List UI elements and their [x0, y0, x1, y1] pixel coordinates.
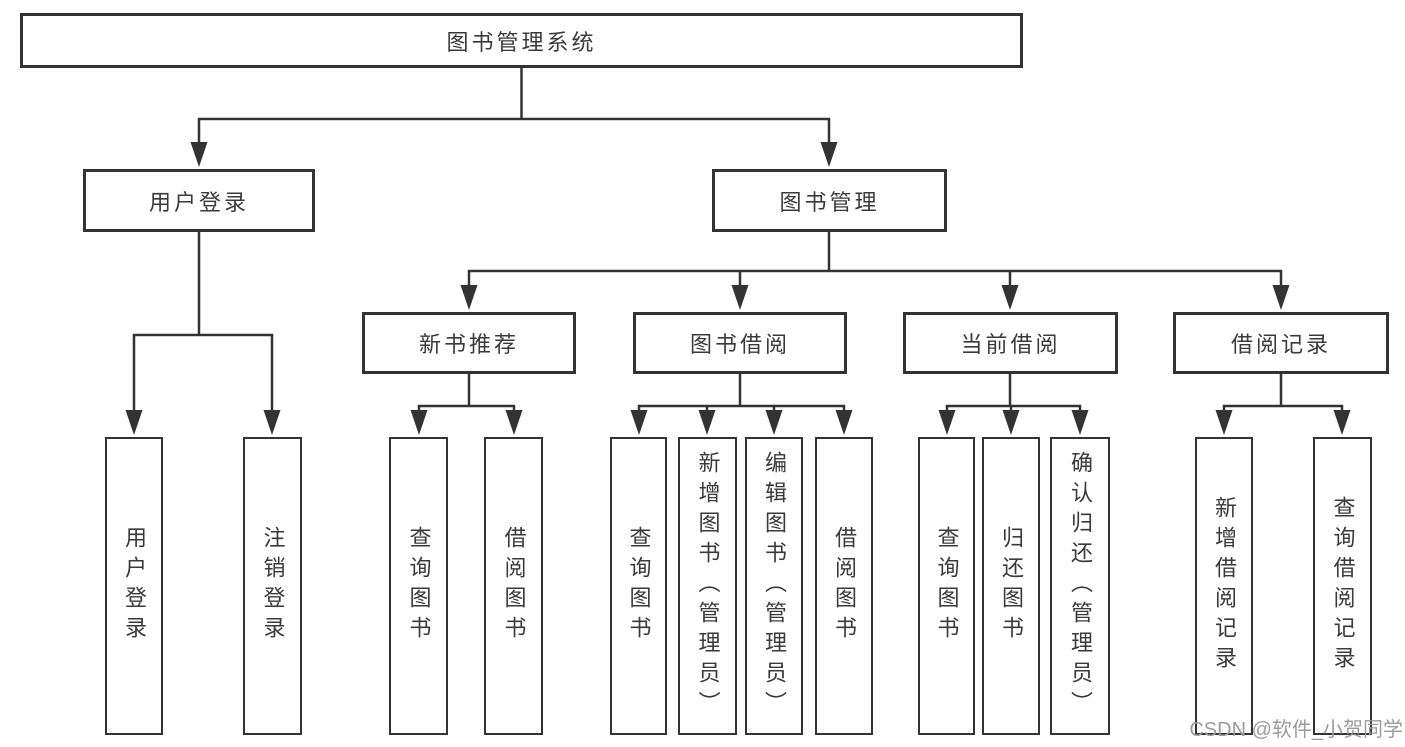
arrowhead	[505, 410, 523, 435]
leaf-borrow-books-recommend: 借阅图书	[484, 437, 543, 735]
arrowhead	[410, 410, 428, 435]
arrowhead	[125, 410, 143, 435]
arrowhead	[765, 410, 783, 435]
node-new-book-recommend: 新书推荐	[362, 312, 576, 374]
arrowhead	[630, 410, 648, 435]
leaf-user-login: 用户登录	[105, 437, 163, 735]
leaf-logout: 注销登录	[243, 437, 302, 735]
node-root-system: 图书管理系统	[20, 13, 1023, 68]
arrowhead	[1272, 285, 1290, 310]
leaf-borrow-books-borrowing: 借阅图书	[815, 437, 873, 735]
leaf-return-books: 归还图书	[982, 437, 1040, 735]
arrowhead	[731, 285, 749, 310]
csdn-watermark: CSDN @软件_小贺同学	[1189, 719, 1403, 741]
arrowhead	[698, 410, 716, 435]
arrowhead	[1001, 285, 1019, 310]
arrowhead	[1333, 410, 1351, 435]
arrowhead	[820, 142, 838, 167]
leaf-query-books-recommend: 查询图书	[389, 437, 448, 735]
leaf-query-books-borrowing: 查询图书	[610, 437, 667, 735]
arrowhead	[1002, 410, 1020, 435]
arrowhead	[938, 410, 956, 435]
arrowhead	[190, 142, 208, 167]
node-current-borrowing: 当前借阅	[903, 312, 1118, 374]
arrowhead	[460, 285, 478, 310]
leaf-edit-book-admin: 编辑图书（管理员）	[745, 437, 803, 735]
leaf-add-borrow-record: 新增借阅记录	[1195, 437, 1253, 735]
node-user-login: 用户登录	[83, 169, 315, 232]
leaf-query-books-current: 查询图书	[918, 437, 975, 735]
arrowhead	[1071, 410, 1089, 435]
connector-arrows	[125, 142, 1351, 435]
node-book-management: 图书管理	[712, 169, 947, 232]
leaf-query-borrow-record: 查询借阅记录	[1313, 437, 1372, 735]
node-book-borrowing: 图书借阅	[633, 312, 847, 374]
arrowhead	[835, 410, 853, 435]
leaf-add-book-admin: 新增图书（管理员）	[678, 437, 737, 735]
leaf-confirm-return-admin: 确认归还（管理员）	[1050, 437, 1110, 735]
arrowhead	[263, 410, 281, 435]
arrowhead	[1215, 410, 1233, 435]
node-borrow-records: 借阅记录	[1173, 312, 1389, 374]
